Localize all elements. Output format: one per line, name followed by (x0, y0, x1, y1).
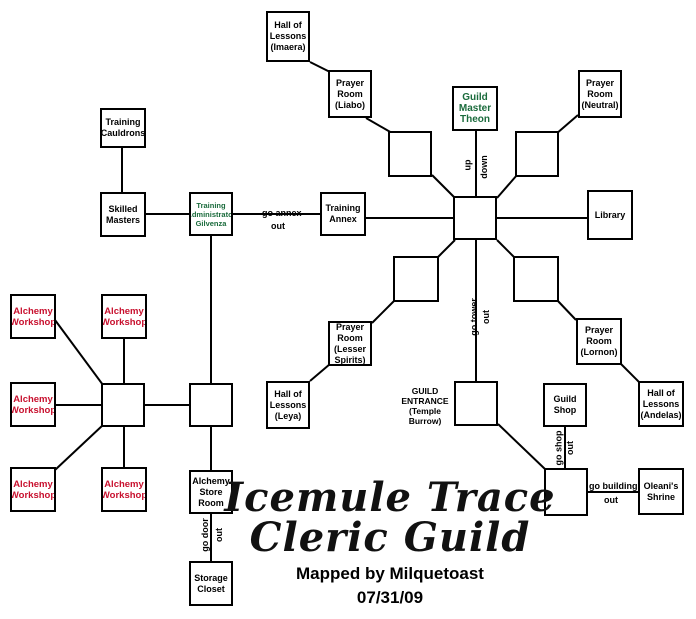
map-date: 07/31/09 (356, 588, 424, 607)
exit-go-building: go building (589, 481, 638, 491)
guild-entrance-label: GUILD ENTRANCE (Temple Burrow) (401, 386, 449, 426)
room-training-cauldrons[interactable]: Training Cauldrons (100, 108, 146, 148)
room-alchemy-workshop-n[interactable]: Alchemy Workshop (101, 294, 147, 339)
connector-line (309, 363, 331, 382)
map-title-line-1: Icemule Trace (224, 474, 556, 521)
connector-line (365, 117, 393, 134)
room-guild-master-theon[interactable]: Guild Master Theon (452, 86, 498, 131)
connector-line (556, 299, 577, 321)
room-prayer-lornon[interactable]: Prayer Room (Lornon) (576, 318, 622, 365)
exit-annex-out: out (271, 221, 285, 231)
exit-go-tower: go tower (468, 298, 479, 336)
room-hall-of-lessons-imaera[interactable]: Hall of Lessons (Imaera) (266, 11, 310, 62)
map-title-line-2: Cleric Guild (249, 514, 531, 561)
connector-line (619, 362, 641, 384)
room-skilled-masters[interactable]: Skilled Masters (100, 192, 146, 237)
room-alchemy-workshop-w[interactable]: Alchemy Workshop (10, 382, 56, 427)
connector-line (431, 174, 456, 199)
exit-down: down (478, 155, 489, 179)
exit-go-shop: go shop (553, 430, 564, 466)
room-prayer-liabo[interactable]: Prayer Room (Liabo) (328, 70, 372, 118)
room-alchemy-workshop-nw[interactable]: Alchemy Workshop (10, 294, 56, 339)
room-training-annex[interactable]: Training Annex (320, 192, 366, 236)
connector-line (496, 239, 516, 259)
connector-line (371, 299, 396, 324)
room-hub[interactable] (453, 196, 497, 240)
map-credit: Mapped by Milquetoast (296, 564, 484, 583)
room-oleani-shrine[interactable]: Oleani's Shrine (638, 468, 684, 515)
connector-line (555, 114, 579, 135)
room-alchemy-workshop-s[interactable]: Alchemy Workshop (101, 467, 147, 512)
exit-tower-out: out (481, 310, 491, 324)
room-training-administrator[interactable]: Training Administrator Gilvenza (189, 192, 233, 236)
room-alchemy-store-room[interactable]: Alchemy Store Room (189, 470, 233, 514)
room-empty-nw[interactable] (388, 131, 432, 177)
exit-building-out: out (604, 495, 618, 505)
exit-up: up (462, 159, 473, 171)
room-shop-hub[interactable] (544, 468, 588, 516)
room-storage-closet[interactable]: Storage Closet (189, 561, 233, 606)
connector-line (497, 423, 547, 471)
room-prayer-lesser-spirits[interactable]: Prayer Room (Lesser Spirits) (328, 321, 372, 366)
connector-line (54, 319, 104, 386)
room-empty-se[interactable] (513, 256, 559, 302)
room-alchemy-passage[interactable] (189, 383, 233, 427)
connector-line (496, 174, 518, 199)
connector-line (54, 424, 104, 471)
exit-go-annex: go annex (262, 208, 302, 218)
room-guild-shop[interactable]: Guild Shop (543, 383, 587, 427)
room-guild-entrance[interactable] (454, 381, 498, 426)
room-alchemy-workshop-sw[interactable]: Alchemy Workshop (10, 467, 56, 512)
room-hall-of-lessons-andelas[interactable]: Hall of Lessons (Andelas) (638, 381, 684, 427)
room-hall-of-lessons-leya[interactable]: Hall of Lessons (Leya) (266, 381, 310, 429)
room-empty-sw[interactable] (393, 256, 439, 302)
room-library[interactable]: Library (587, 190, 633, 240)
room-prayer-neutral[interactable]: Prayer Room (Neutral) (578, 70, 622, 118)
exit-shop-out: out (565, 441, 575, 455)
exit-go-door: go door (199, 518, 210, 552)
connector-line (309, 61, 331, 73)
connector-line (436, 239, 456, 259)
room-alchemy-hub[interactable] (101, 383, 145, 427)
room-empty-ne[interactable] (515, 131, 559, 177)
